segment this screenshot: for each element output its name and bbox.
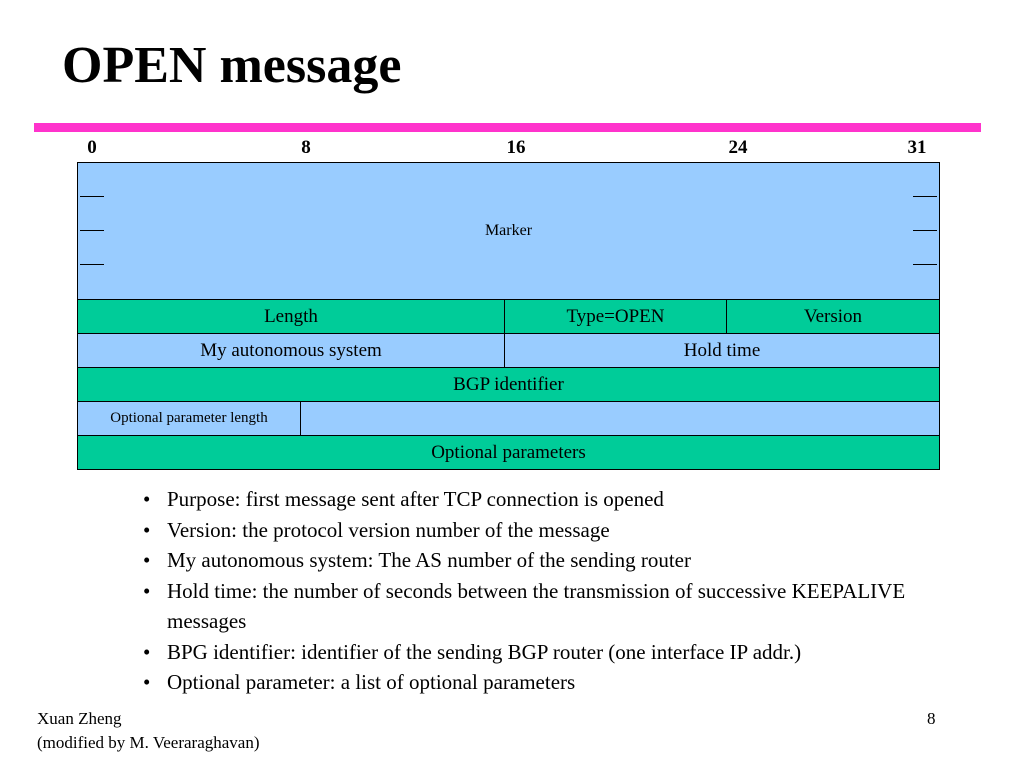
- bullet-icon: •: [143, 670, 151, 694]
- length-type-version-row: Length Type=OPEN Version: [77, 300, 940, 334]
- footer-author: Xuan Zheng: [37, 709, 122, 728]
- length-field: Length: [264, 305, 318, 327]
- list-item: •My autonomous system: The AS number of …: [143, 545, 963, 576]
- bit-label-16: 16: [506, 137, 526, 158]
- list-item: •Hold time: the number of seconds betwee…: [143, 576, 963, 637]
- continuation-mark: [80, 196, 104, 197]
- optional-parameter-length-field: Optional parameter length: [110, 410, 268, 426]
- bgp-identifier-field: BGP identifier: [453, 373, 564, 395]
- bullet-icon: •: [143, 517, 151, 542]
- as-holdtime-row: My autonomous system Hold time: [77, 334, 940, 368]
- bullet-icon: •: [143, 639, 151, 664]
- marker-label: Marker: [484, 222, 533, 239]
- version-field: Version: [726, 300, 939, 333]
- bullet-icon: •: [143, 548, 151, 572]
- list-item: •Purpose: first message sent after TCP c…: [143, 484, 963, 515]
- bit-label-8: 8: [301, 137, 311, 158]
- bullet-icon: •: [143, 487, 151, 511]
- continuation-mark: [80, 230, 104, 231]
- page-number: 8: [927, 709, 936, 728]
- slide-title: OPEN message: [62, 37, 402, 94]
- list-item: •Version: the protocol version number of…: [143, 515, 963, 546]
- my-autonomous-system-field: My autonomous system: [200, 339, 382, 361]
- list-item: •BPG identifier: identifier of the sendi…: [143, 637, 963, 668]
- bit-label-0: 0: [87, 137, 97, 158]
- bit-label-24: 24: [728, 137, 748, 158]
- empty-field: [300, 402, 939, 435]
- continuation-mark: [913, 264, 937, 265]
- bullet-list: •Purpose: first message sent after TCP c…: [143, 484, 963, 698]
- marker-field: Marker: [78, 163, 939, 299]
- marker-row: Marker: [77, 162, 940, 300]
- opt-param-length-row: Optional parameter length: [77, 402, 940, 436]
- bit-label-31: 31: [907, 137, 927, 158]
- hold-time-field: Hold time: [504, 334, 939, 367]
- bgp-identifier-row: BGP identifier: [77, 368, 940, 402]
- open-message-format-diagram: Marker Length Type=OPEN Version My auton…: [77, 162, 940, 470]
- footer-modified-by: (modified by M. Veeraraghavan): [37, 733, 260, 752]
- continuation-mark: [80, 264, 104, 265]
- title-divider: [34, 123, 981, 132]
- optional-parameters-row: Optional parameters: [77, 436, 940, 470]
- list-item: •Optional parameter: a list of optional …: [143, 667, 963, 698]
- continuation-mark: [913, 230, 937, 231]
- continuation-mark: [913, 196, 937, 197]
- bullet-icon: •: [143, 578, 151, 603]
- type-field: Type=OPEN: [504, 300, 726, 333]
- footer-credits: Xuan Zheng (modified by M. Veeraraghavan…: [37, 707, 260, 755]
- optional-parameters-field: Optional parameters: [431, 441, 586, 463]
